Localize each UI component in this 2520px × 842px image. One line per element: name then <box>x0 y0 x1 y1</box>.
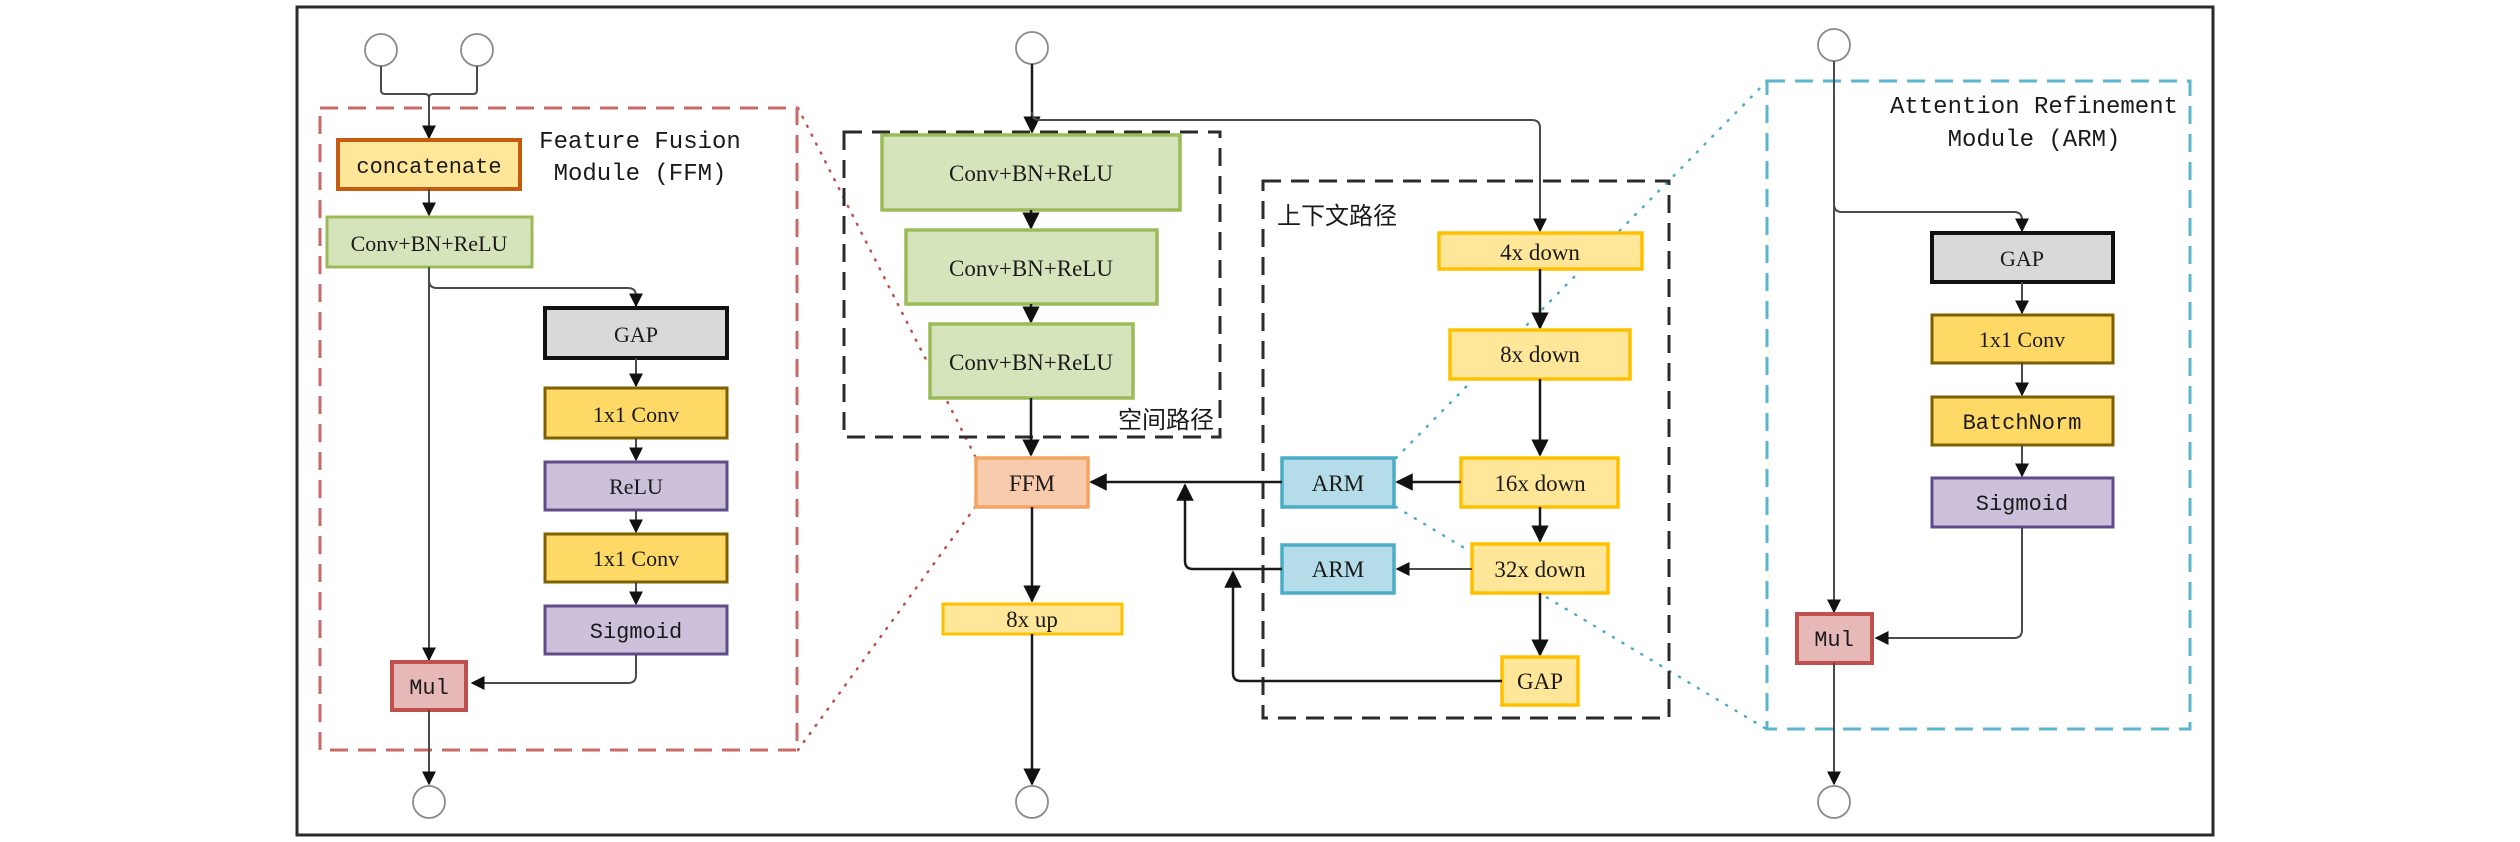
arm-module-title-line2: Module (ARM) <box>1948 127 2121 154</box>
arm-conv1x1-block[interactable]: 1x1 Conv <box>1930 313 2115 365</box>
ffm-node[interactable]: FFM <box>974 456 1090 509</box>
arm-input-node[interactable] <box>1817 28 1851 62</box>
ffm-sigmoid-block[interactable]: Sigmoid <box>543 604 729 656</box>
ffm-module-title-line1: Feature Fusion <box>539 129 741 156</box>
ffm-concat-label: concatenate <box>356 155 501 180</box>
ffm-input-node-2[interactable] <box>460 33 494 67</box>
arm-conv-label: 1x1 Conv <box>1979 327 2065 352</box>
edge-gap-merge <box>1224 570 1502 683</box>
ffm-module-border <box>318 106 799 752</box>
spatial-conv-label-3: Conv+BN+ReLU <box>949 350 1113 375</box>
context-gap-block[interactable]: GAP <box>1500 655 1580 707</box>
arm-module-title-line1: Attention Refinement <box>1890 94 2178 121</box>
main-input-node[interactable] <box>1015 31 1049 65</box>
spatial-path-label: 空间路径 <box>1118 406 1214 434</box>
arm-node-1-label: ARM <box>1312 471 1364 496</box>
ffm-input-merge-edge <box>380 66 478 138</box>
edge-input-context <box>1031 111 1547 233</box>
ffm-conv1-label: 1x1 Conv <box>593 402 679 427</box>
ffm-connector-bottom <box>796 504 978 752</box>
spatial-conv-block-1[interactable]: Conv+BN+ReLU <box>880 133 1182 212</box>
spatial-conv-block-2[interactable]: Conv+BN+ReLU <box>904 228 1159 306</box>
main-output-node[interactable] <box>1015 785 1049 819</box>
down16-label: 16x down <box>1494 471 1586 496</box>
spatial-conv-label-2: Conv+BN+ReLU <box>949 256 1113 281</box>
upsample-label: 8x up <box>1006 607 1058 632</box>
context-path-label: 上下文路径 <box>1277 202 1397 230</box>
down32-block[interactable]: 32x down <box>1470 542 1610 595</box>
down4-block[interactable]: 4x down <box>1437 231 1644 271</box>
upsample-node[interactable]: 8x up <box>941 602 1124 636</box>
arm-sigmoid-block[interactable]: Sigmoid <box>1930 476 2115 529</box>
arm-gap-block[interactable]: GAP <box>1930 231 2115 284</box>
arm-output-node[interactable] <box>1817 785 1851 819</box>
down4-label: 4x down <box>1500 240 1580 265</box>
spatial-conv-block-3[interactable]: Conv+BN+ReLU <box>928 322 1135 400</box>
ffm-conv2-label: 1x1 Conv <box>593 546 679 571</box>
edge-sigmoid-mul <box>470 654 637 690</box>
arm-mul-block[interactable]: Mul <box>1795 612 1874 665</box>
ffm-node-label: FFM <box>1009 471 1055 496</box>
arm-mul-label: Mul <box>1814 628 1854 653</box>
ffm-zoom-connectors <box>796 106 978 752</box>
arm-module-border <box>1765 79 2192 731</box>
arm-node-2[interactable]: ARM <box>1280 543 1396 595</box>
ffm-relu-block[interactable]: ReLU <box>543 460 729 512</box>
ffm-output-node[interactable] <box>412 785 446 819</box>
ffm-sigmoid-label: Sigmoid <box>590 620 682 645</box>
down16-block[interactable]: 16x down <box>1459 456 1620 509</box>
arm-node-2-label: ARM <box>1312 557 1364 582</box>
edge-arm-sigmoid-mul <box>1874 527 2023 645</box>
ffm-concat-block[interactable]: concatenate <box>336 138 522 191</box>
arm-batchnorm-block[interactable]: BatchNorm <box>1930 395 2115 447</box>
ffm-conv-block[interactable]: Conv+BN+ReLU <box>325 215 534 269</box>
ffm-module-title-line2: Module (FFM) <box>554 161 727 188</box>
context-path-border <box>1261 179 1671 720</box>
edge-arm2-merge <box>1176 483 1282 571</box>
context-gap-label: GAP <box>1517 669 1563 694</box>
ffm-mul-label: Mul <box>409 676 449 701</box>
ffm-conv1x1-block-1[interactable]: 1x1 Conv <box>543 386 729 440</box>
ffm-conv-label: Conv+BN+ReLU <box>351 231 508 256</box>
spatial-conv-label-1: Conv+BN+ReLU <box>949 161 1113 186</box>
edge-conv-gap <box>428 279 643 308</box>
ffm-relu-label: ReLU <box>609 474 663 499</box>
arm-node-1[interactable]: ARM <box>1280 456 1396 509</box>
edge-arm-input-gap <box>1833 203 2029 233</box>
down8-block[interactable]: 8x down <box>1448 328 1632 381</box>
arm-sigmoid-label: Sigmoid <box>1976 492 2068 517</box>
ffm-gap-label: GAP <box>614 322 658 347</box>
ffm-mul-block[interactable]: Mul <box>390 660 468 712</box>
arm-bn-label: BatchNorm <box>1963 411 2082 436</box>
down8-label: 8x down <box>1500 342 1580 367</box>
ffm-conv1x1-block-2[interactable]: 1x1 Conv <box>543 532 729 584</box>
ffm-input-node-1[interactable] <box>364 33 398 67</box>
down32-label: 32x down <box>1494 557 1586 582</box>
ffm-gap-block[interactable]: GAP <box>543 306 729 360</box>
arm-gap-label: GAP <box>2000 246 2044 271</box>
